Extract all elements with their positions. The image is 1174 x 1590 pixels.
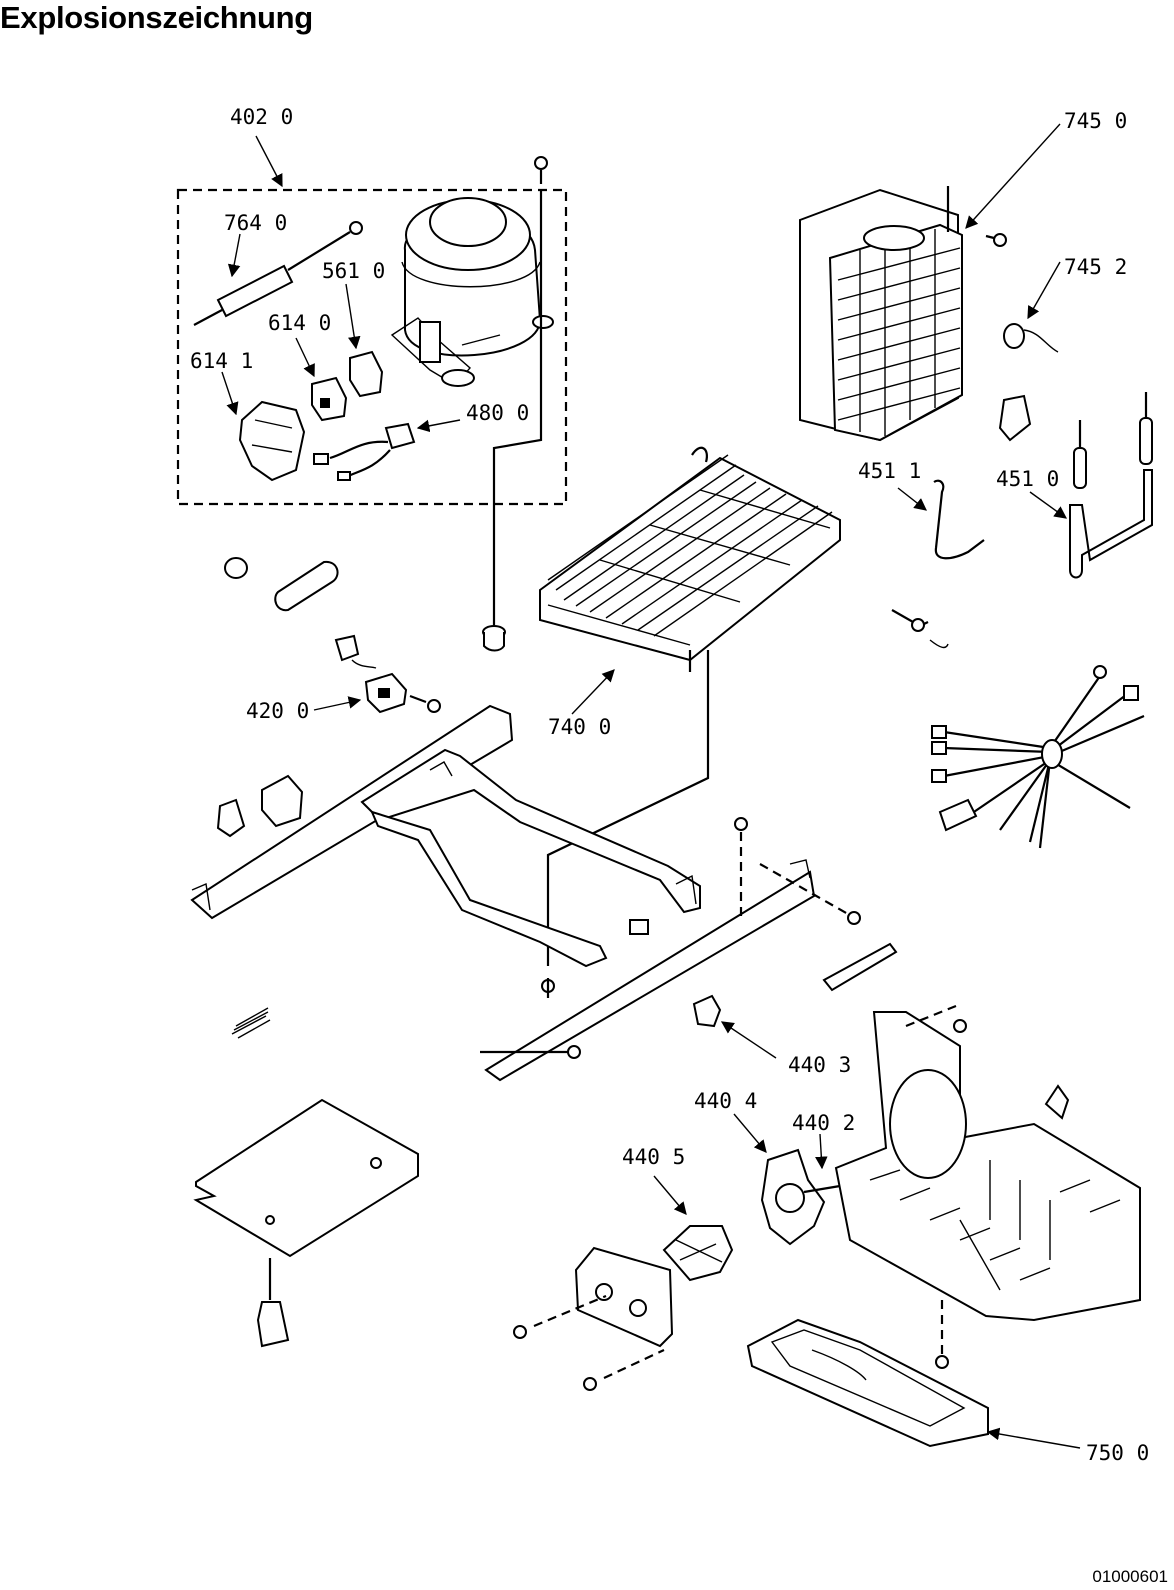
motor-clip-part[interactable] bbox=[998, 323, 1059, 442]
overload-protector-part[interactable] bbox=[349, 350, 384, 398]
wiring-harness-part[interactable] bbox=[931, 665, 1145, 849]
nut-440-3-part[interactable] bbox=[692, 994, 722, 1028]
callout-614-0: 614 0 bbox=[268, 311, 331, 335]
frame-screws bbox=[480, 817, 861, 1059]
callout-440-4: 440 4 bbox=[694, 1089, 757, 1113]
drain-tube-part[interactable] bbox=[1069, 392, 1153, 579]
base-frame-part[interactable] bbox=[190, 704, 816, 1082]
drip-tray-part[interactable] bbox=[746, 1318, 989, 1448]
callout-420-0: 420 0 bbox=[246, 699, 309, 723]
leader-arrows bbox=[221, 123, 1081, 1449]
condenser-screw bbox=[985, 233, 1007, 247]
cable-tie-part[interactable] bbox=[822, 942, 898, 992]
fan-bracket-part[interactable] bbox=[513, 1246, 674, 1391]
callout-745-0: 745 0 bbox=[1064, 109, 1127, 133]
callout-440-5: 440 5 bbox=[622, 1145, 685, 1169]
mount-clips-part[interactable] bbox=[216, 774, 304, 838]
condenser-part[interactable] bbox=[799, 186, 963, 442]
callout-614-1: 614 1 bbox=[190, 349, 253, 373]
callout-764-0: 764 0 bbox=[224, 211, 287, 235]
callout-451-1: 451 1 bbox=[858, 459, 921, 483]
bracket-wire-part[interactable] bbox=[891, 479, 985, 649]
evaporator-coil-part[interactable] bbox=[539, 446, 841, 966]
callout-440-2: 440 2 bbox=[792, 1111, 855, 1135]
callout-402-0: 402 0 bbox=[230, 105, 293, 129]
callout-480-0: 480 0 bbox=[466, 401, 529, 425]
compressor-assembly-group bbox=[176, 188, 568, 506]
terminal-block-part[interactable] bbox=[334, 634, 441, 714]
compressor-screw bbox=[492, 156, 548, 625]
callout-745-2: 745 2 bbox=[1064, 255, 1127, 279]
small-sleeve-part[interactable] bbox=[224, 557, 339, 612]
spring-part[interactable] bbox=[231, 1007, 271, 1039]
cover-plate-part[interactable] bbox=[193, 1098, 419, 1348]
callout-451-0: 451 0 bbox=[996, 467, 1059, 491]
callout-561-0: 561 0 bbox=[322, 259, 385, 283]
callout-740-0: 740 0 bbox=[548, 715, 611, 739]
fan-shroud-part[interactable] bbox=[834, 1004, 1141, 1369]
compressor-part[interactable] bbox=[390, 197, 554, 387]
fan-blade-part[interactable] bbox=[760, 1148, 841, 1246]
rubber-grommet-part[interactable] bbox=[482, 625, 506, 652]
callout-750-0: 750 0 bbox=[1086, 1441, 1149, 1465]
callout-440-3: 440 3 bbox=[788, 1053, 851, 1077]
document-number: 01000601 bbox=[1092, 1567, 1168, 1586]
power-cable-part[interactable] bbox=[313, 422, 416, 481]
cap-nut-part[interactable] bbox=[1044, 1084, 1070, 1120]
page-title: Explosionszeichnung bbox=[0, 0, 313, 35]
dryer-filter-part[interactable] bbox=[193, 221, 363, 326]
fan-motor-part[interactable] bbox=[662, 1225, 734, 1282]
relay-cover-part[interactable] bbox=[238, 400, 306, 482]
starter-relay-part[interactable] bbox=[311, 376, 348, 422]
